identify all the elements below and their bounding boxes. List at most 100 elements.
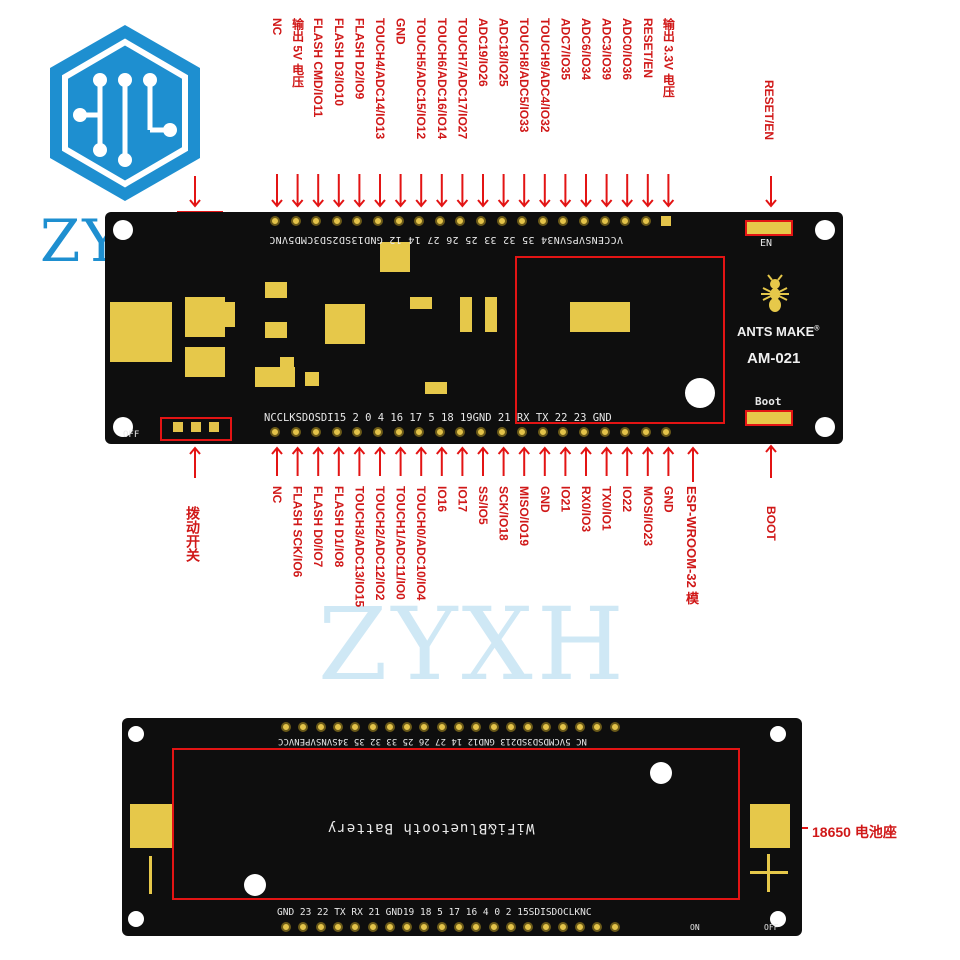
mount-hole <box>128 911 144 927</box>
switch-off-label: OFF <box>123 430 140 440</box>
bottom-pin-label-ss: SS/IO5 <box>476 486 490 525</box>
bottom-pin-arrow <box>333 446 345 476</box>
bottom-pin-arrow <box>291 446 304 476</box>
bottom-pin-arrow <box>312 446 324 476</box>
front-bottom-pin-pad <box>517 427 528 437</box>
front-bottom-pin-pad <box>290 427 301 437</box>
smd-block <box>485 297 497 332</box>
mount-hole <box>113 220 133 240</box>
front-top-pin-pad <box>311 216 322 226</box>
back-bottom-pin-pad <box>350 922 361 932</box>
front-top-pin-pad <box>620 216 631 226</box>
mount-hole <box>128 726 144 742</box>
ant-icon <box>761 274 789 312</box>
module-arrow <box>687 446 699 482</box>
mount-hole <box>770 726 786 742</box>
bottom-pin-label-gnd2: GND <box>661 486 676 513</box>
bottom-pin-label-io17: IO17 <box>455 486 470 513</box>
bottom-pin-arrow <box>518 446 530 476</box>
top-pin-arrow <box>374 174 386 208</box>
back-bottom-pin-pad <box>523 922 534 932</box>
circuit-hexagon-icon <box>50 25 200 201</box>
back-top-pin-pad <box>281 722 291 732</box>
top-pin-arrow <box>291 174 304 208</box>
front-top-pin-pad <box>537 216 548 226</box>
top-pin-label-out33: 输出 3.3V 电压 <box>661 18 676 98</box>
battery-holder-outline <box>172 748 740 900</box>
mount-hole <box>113 417 133 437</box>
switch-pin <box>209 422 219 432</box>
front-top-pin-pad <box>496 216 507 226</box>
bottom-pin-arrow <box>456 446 469 476</box>
bottom-pin-arrow <box>436 446 448 476</box>
back-bottom-pin-pad <box>436 922 447 932</box>
en-button[interactable] <box>745 220 793 236</box>
boot-arrow <box>765 444 777 478</box>
front-bottom-pin-pad <box>311 427 322 437</box>
back-bottom-pin-pad <box>402 922 413 932</box>
switch-pin <box>191 422 201 432</box>
front-top-pin-pad <box>599 216 610 226</box>
mount-hole <box>770 911 786 927</box>
top-pin-label-reset: RESET/EN <box>640 18 655 79</box>
smd-block <box>410 297 432 309</box>
back-top-pin-pad <box>350 722 361 732</box>
back-bottom-pin-pad <box>315 922 326 932</box>
top-pin-arrow <box>312 174 324 208</box>
brand-name: ANTS MAKE® <box>737 324 820 339</box>
back-off-label: OFF <box>764 923 779 932</box>
bottom-pin-label-mosi: MOSI/IO23 <box>640 486 655 547</box>
switch-top-arrow <box>189 176 201 208</box>
front-top-pin-pad <box>270 216 280 226</box>
top-pin-arrow <box>539 174 551 208</box>
board-back: NC 5VCMDSD3SD213 GND12 14 27 26 25 33 32… <box>122 718 802 936</box>
esp-module-hole <box>685 378 715 408</box>
bottom-pin-label-touch1: TOUCH1/ADC11/IO0 <box>393 486 408 600</box>
top-pin-label-flash-d3: FLASH D3/IO10 <box>331 18 346 107</box>
top-pin-label-adc18: ADC18/IO25 <box>496 18 511 87</box>
switch-callout: 拨动开关 <box>185 506 201 562</box>
front-bottom-pin-pad <box>476 427 486 437</box>
bottom-pin-label-io22: IO22 <box>620 486 635 513</box>
reset-en-callout: RESET/EN <box>762 80 776 141</box>
bottom-pin-label-touch0: TOUCH0/ADC10/IO4 <box>414 486 429 601</box>
back-bottom-silk: GND 23 22 TX RX 21 GND19 18 5 17 16 4 0 … <box>277 907 592 918</box>
back-bottom-pin-pad <box>384 922 395 932</box>
switch-outline <box>160 417 232 441</box>
top-pin-arrow <box>394 174 407 208</box>
bottom-pin-arrow <box>600 446 613 476</box>
bottom-pin-arrow <box>580 446 592 476</box>
back-bottom-pin-pad <box>540 922 551 932</box>
bottom-pin-arrow <box>271 446 283 476</box>
top-pin-arrow <box>415 174 427 208</box>
top-pin-arrow <box>518 174 530 208</box>
back-bottom-pin-pad <box>575 922 586 932</box>
back-bottom-pin-pad <box>488 922 499 932</box>
front-bottom-pin-pad <box>620 427 631 437</box>
boot-callout: BOOT <box>764 506 778 541</box>
front-top-pin-pad <box>393 216 404 226</box>
boot-button[interactable] <box>745 410 793 426</box>
reset-en-arrow <box>765 176 777 208</box>
front-bottom-pin-pad <box>373 427 383 437</box>
front-top-pin-pad <box>331 216 342 226</box>
back-top-pin-pad <box>454 722 464 732</box>
top-pin-label-touch5: TOUCH5/ADC15/IO12 <box>414 18 429 140</box>
bottom-pin-arrow <box>415 446 427 476</box>
bottom-pin-label-touch3: TOUCH3/ADC13/IO15 <box>352 486 367 608</box>
front-top-pin-pad <box>558 216 569 226</box>
top-pin-arrow <box>662 174 675 208</box>
front-top-pin-pad <box>414 216 425 226</box>
bottom-pin-arrow <box>374 446 386 476</box>
front-top-pin-pad <box>434 216 445 226</box>
back-top-pin-pad <box>523 722 534 732</box>
back-bottom-pin-pad <box>592 922 603 932</box>
battery-contact-pad <box>130 804 172 848</box>
plus-marking <box>767 854 770 892</box>
smd-block <box>305 372 319 386</box>
top-pin-arrow <box>621 174 633 208</box>
bottom-pin-label-sck: SCK/IO18 <box>496 486 511 541</box>
bottom-pin-arrow <box>394 446 407 476</box>
switch-pin <box>173 422 183 432</box>
back-top-pin-pad <box>419 722 430 732</box>
